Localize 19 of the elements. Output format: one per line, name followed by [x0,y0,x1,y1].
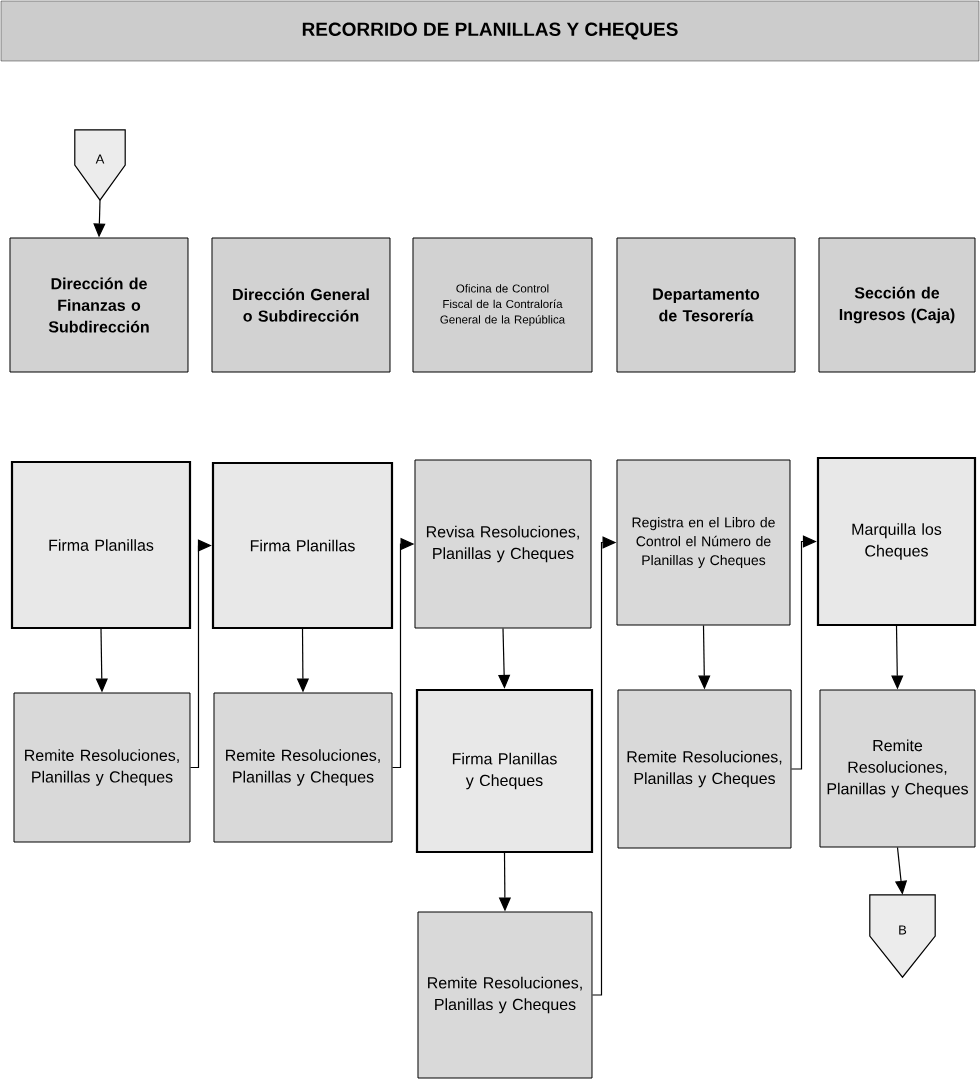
off-page-connector: A [74,129,126,202]
department-box: Oficina de Control Fiscal de la Contraloría General de la República [412,237,593,373]
department-box: Dirección de Finanzas o Subdirección [9,237,189,373]
process-box: Remite Resoluciones, Planillas y Cheques [417,911,593,1079]
department-box: Sección de Ingresos (Caja) [818,237,976,373]
process-box: Revisa Resoluciones, Planillas y Cheques [414,459,592,629]
process-box: Remite Resoluciones, Planillas y Cheques [213,692,393,843]
process-box: Remite Resoluciones, Planillas y Cheques [617,689,792,849]
process-box: Firma Planillas [211,461,394,630]
process-box: Remite Resoluciones, Planillas y Cheques [819,689,976,848]
department-box: Departamento de Tesorería [616,237,796,373]
process-box: Remite Resoluciones, Planillas y Cheques [13,692,191,843]
off-page-connector: B [869,894,936,979]
process-box: Registra en el Libro de Control el Número de Planillas y Cheques [616,459,791,626]
process-box: Firma Planillas [10,460,192,630]
process-box: Firma Planillas y Cheques [415,688,594,854]
department-box: Dirección General o Subdirección [211,237,391,373]
process-box: Marquilla los Cheques [816,456,977,627]
title-banner: RECORRIDO DE PLANILLAS Y CHEQUES [0,0,980,62]
